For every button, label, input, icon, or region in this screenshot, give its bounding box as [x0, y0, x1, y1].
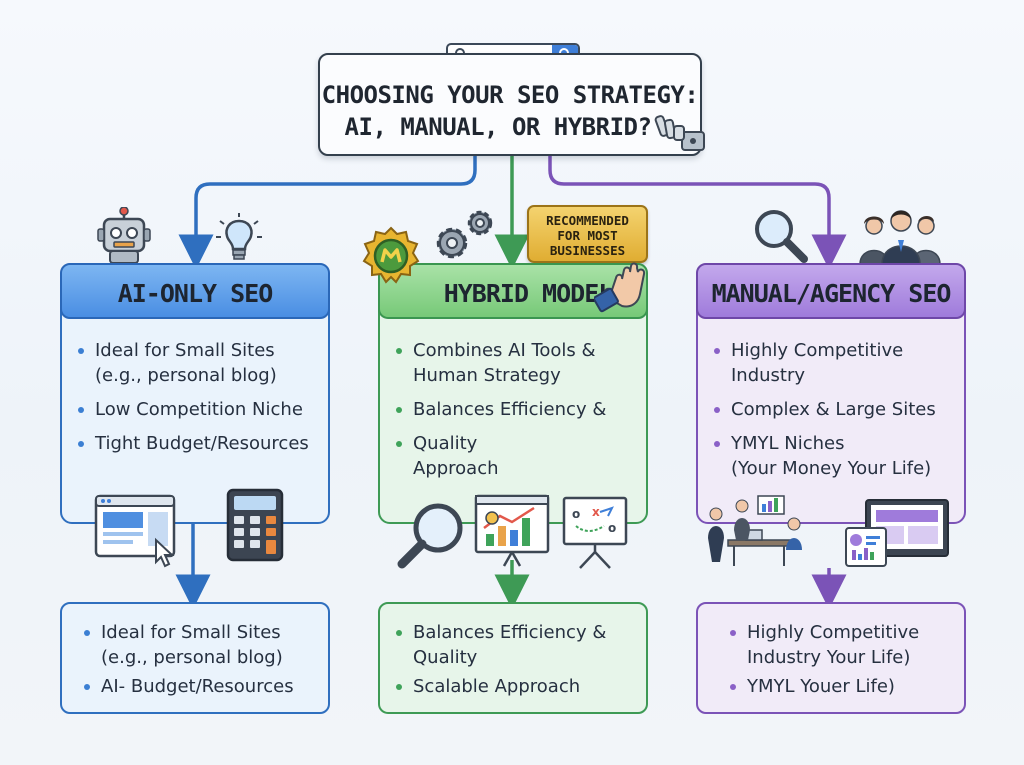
ai-criterion-small-sites: Ideal for Small Sites(e.g., personal blo… [78, 338, 318, 388]
robot-icon [97, 207, 151, 264]
ai-criterion-budget: Tight Budget/Resources [78, 431, 318, 456]
title-line-2: AI, MANUAL, OR HYBRID? [344, 113, 652, 141]
ai-criterion-low-competition: Low Competition Niche [78, 397, 318, 422]
svg-text:x: x [592, 505, 600, 519]
manual-criterion-complex: Complex & Large Sites [714, 397, 960, 422]
team-icon [859, 210, 941, 264]
strategy-board-icon: o x o [562, 496, 628, 569]
medal-icon [362, 226, 420, 284]
recommended-badge: RECOMMENDED FOR MOST BUSINESSES [527, 205, 648, 263]
devices-icon [845, 499, 949, 567]
hybrid-card: Combines AI Tools &Human Strategy Balanc… [378, 292, 648, 524]
robot-hand-icon [654, 115, 705, 151]
badge-line-1: RECOMMENDED [546, 213, 629, 228]
hybrid-outcome-scalable: Scalable Approach [396, 674, 642, 699]
hybrid-outcome-box: Balances Efficiency &Quality Scalable Ap… [378, 602, 648, 714]
manual-outcome-ymyl: YMYL Youer Life) [730, 674, 962, 699]
analysis-magnifier-icon [397, 503, 463, 569]
badge-line-3: BUSINESSES [549, 243, 626, 258]
ai-only-card: Ideal for Small Sites(e.g., personal blo… [60, 292, 330, 524]
hybrid-outcome-balances: Balances Efficiency &Quality [396, 620, 642, 670]
magnifier-icon [755, 210, 808, 263]
title-line-1: CHOOSING YOUR SEO STRATEGY: [321, 81, 699, 109]
browser-cursor-icon [94, 494, 176, 568]
ai-outcome-budget: AI- Budget/Resources [84, 674, 324, 699]
ai-only-header: AI-ONLY SEO [60, 263, 330, 319]
svg-text:o: o [572, 507, 580, 521]
manual-criterion-ymyl: YMYL Niches(Your Money Your Life) [714, 431, 960, 481]
ai-outcome-small-sites: Ideal for Small Sites(e.g., personal blo… [84, 620, 324, 670]
calculator-icon [226, 488, 284, 562]
meeting-icon [708, 495, 802, 566]
lightbulb-icon [216, 213, 262, 260]
hybrid-criterion-combines: Combines AI Tools &Human Strategy [396, 338, 636, 388]
badge-line-2: FOR MOST [557, 228, 618, 243]
growth-chart-icon [474, 494, 550, 567]
title-box: CHOOSING YOUR SEO STRATEGY: AI, MANUAL, … [318, 53, 702, 156]
hybrid-criterion-balances: Balances Efficiency & [396, 397, 636, 422]
svg-text:o: o [608, 521, 616, 535]
ai-outcome-box: Ideal for Small Sites(e.g., personal blo… [60, 602, 330, 714]
manual-agency-header: MANUAL/AGENCY SEO [696, 263, 966, 319]
hand-icon [594, 262, 646, 313]
gear-icon [436, 210, 493, 259]
